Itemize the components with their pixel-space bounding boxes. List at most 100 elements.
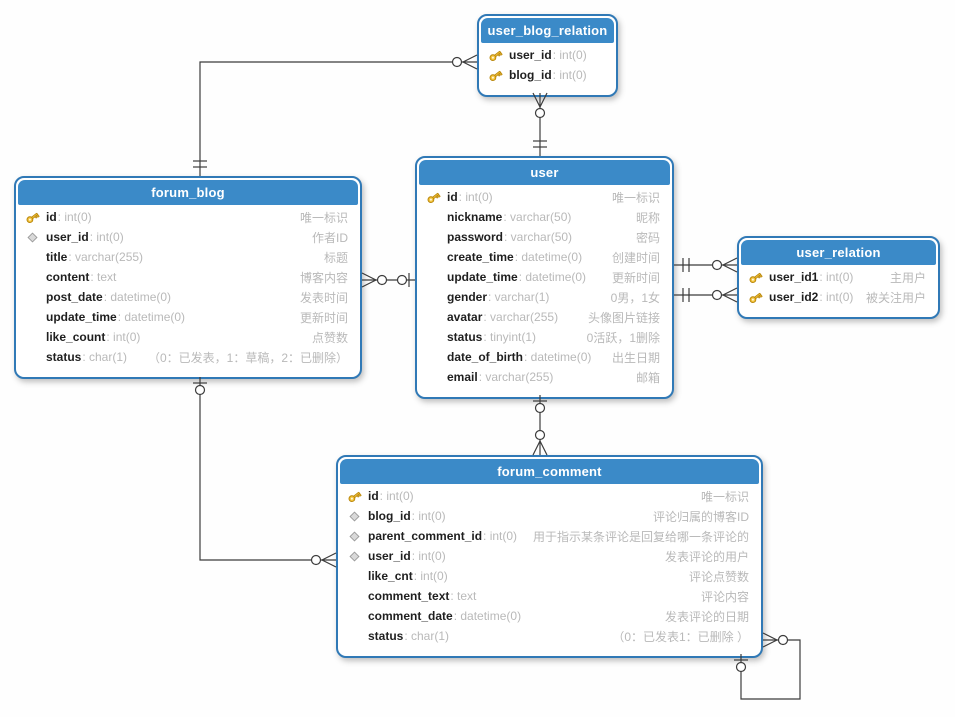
field-comment: 0男，1女 [610, 290, 660, 305]
field-type: : varchar(1) [488, 290, 550, 304]
field-name: gender [447, 290, 488, 304]
field-comment: 作者ID [311, 230, 348, 245]
icon-spacer [425, 269, 441, 285]
field-type: : int(0) [89, 230, 124, 244]
field-row-forum_comment-parent_comment_id[interactable]: parent_comment_id: int(0)用于指示某条评论是回复给哪一条… [340, 526, 759, 546]
icon-spacer [346, 588, 362, 604]
field-comment: 密码 [635, 230, 660, 245]
field-comment: 出生日期 [611, 350, 660, 365]
field-type: : int(0) [106, 330, 141, 344]
icon-spacer [425, 229, 441, 245]
field-row-user-password[interactable]: password: varchar(50) 密码 [419, 227, 670, 247]
field-row-forum_blog-post_date[interactable]: post_date: datetime(0)发表时间 [18, 287, 358, 307]
relation-user-forum_blog[interactable] [361, 272, 415, 288]
icon-spacer [346, 568, 362, 584]
icon-spacer [346, 628, 362, 644]
relation-user-user_blog_relation[interactable] [532, 92, 548, 156]
field-row-forum_blog-user_id[interactable]: user_id: int(0) 作者ID [18, 227, 358, 247]
field-row-forum_comment-id[interactable]: id: int(0)唯一标识 [340, 486, 759, 506]
field-row-forum_comment-like_cnt[interactable]: like_cnt: int(0)评论点赞数 [340, 566, 759, 586]
field-row-forum_comment-blog_id[interactable]: blog_id: int(0)评论归属的博客ID [340, 506, 759, 526]
field-name: id [447, 190, 458, 204]
field-name: comment_text [368, 589, 450, 603]
field-name: user_id [46, 230, 89, 244]
field-row-forum_comment-comment_date[interactable]: comment_date: datetime(0)发表评论的日期 [340, 606, 759, 626]
field-type: : int(0) [458, 190, 493, 204]
field-comment: 用于指示某条评论是回复给哪一条评论的 [532, 529, 749, 544]
table-title-forum_blog[interactable]: forum_blog [18, 180, 358, 205]
field-type: : varchar(255) [483, 310, 559, 324]
field-row-user_relation-user_id2[interactable]: user_id2: int(0)被关注用户 [741, 287, 936, 307]
field-row-user-status[interactable]: status: tinyint(1)0活跃，1删除 [419, 327, 670, 347]
field-name: status [46, 350, 82, 364]
field-row-user-id[interactable]: id: int(0)唯一标识 [419, 187, 670, 207]
table-title-user_blog_relation[interactable]: user_blog_relation [481, 18, 614, 43]
field-type: : int(0) [819, 290, 854, 304]
field-row-user-date_of_birth[interactable]: date_of_birth: datetime(0)出生日期 [419, 347, 670, 367]
field-name: like_count [46, 330, 106, 344]
field-type: : datetime(0) [453, 609, 522, 623]
field-row-forum_blog-status[interactable]: status: char(1)（0：已发表，1：草稿，2：已删除） [18, 347, 358, 367]
icon-spacer [425, 209, 441, 225]
field-name: password [447, 230, 504, 244]
field-name: user_id [509, 48, 552, 62]
field-type: : varchar(50) [503, 210, 572, 224]
field-name: nickname [447, 210, 503, 224]
relation-forum_blog-forum_comment[interactable] [193, 377, 337, 568]
field-comment: 发表评论的日期 [664, 609, 749, 624]
field-type: : int(0) [411, 549, 446, 563]
table-title-user_relation[interactable]: user_relation [741, 240, 936, 265]
field-row-forum_comment-status[interactable]: status: char(1)（0：已发表1：已删除 ） [340, 626, 759, 646]
field-type: : varchar(255) [478, 370, 554, 384]
field-comment: 评论点赞数 [688, 569, 749, 584]
field-row-user-avatar[interactable]: avatar: varchar(255)头像图片链接 [419, 307, 670, 327]
field-name: status [368, 629, 404, 643]
field-row-user-create_time[interactable]: create_time: datetime(0)创建时间 [419, 247, 670, 267]
field-name: blog_id [509, 68, 552, 82]
field-row-forum_blog-update_time[interactable]: update_time: datetime(0)更新时间 [18, 307, 358, 327]
field-type: : int(0) [552, 48, 587, 62]
field-row-user-update_time[interactable]: update_time: datetime(0)更新时间 [419, 267, 670, 287]
icon-spacer [425, 309, 441, 325]
table-title-forum_comment[interactable]: forum_comment [340, 459, 759, 484]
field-row-forum_blog-like_count[interactable]: like_count: int(0) 点赞数 [18, 327, 358, 347]
field-name: status [447, 330, 483, 344]
relation-user-user_relation-1[interactable] [674, 257, 738, 273]
field-row-user_blog_relation-blog_id[interactable]: blog_id: int(0) [481, 65, 614, 85]
field-comment: 唯一标识 [299, 210, 348, 225]
field-row-forum_blog-title[interactable]: title: varchar(255)标题 [18, 247, 358, 267]
field-comment: 发表评论的用户 [664, 549, 749, 564]
field-comment: 点赞数 [311, 330, 348, 345]
field-row-forum_blog-id[interactable]: id: int(0)唯一标识 [18, 207, 358, 227]
relation-user-user_relation-2[interactable] [674, 287, 738, 303]
field-row-user-email[interactable]: email: varchar(255)邮箱 [419, 367, 670, 387]
icon-spacer [425, 369, 441, 385]
field-row-forum_comment-user_id[interactable]: user_id: int(0)发表评论的用户 [340, 546, 759, 566]
relation-user-forum_comment[interactable] [532, 395, 548, 456]
field-name: update_time [447, 270, 518, 284]
primary-key-icon [487, 67, 503, 83]
field-comment: 邮箱 [635, 370, 660, 385]
icon-spacer [24, 289, 40, 305]
field-comment: 唯一标识 [700, 489, 749, 504]
field-row-user_relation-user_id1[interactable]: user_id1: int(0)主用户 [741, 267, 936, 287]
table-title-user[interactable]: user [419, 160, 670, 185]
field-row-user_blog_relation-user_id[interactable]: user_id: int(0) [481, 45, 614, 65]
field-type: : varchar(50) [504, 230, 573, 244]
field-row-user-nickname[interactable]: nickname: varchar(50)昵称 [419, 207, 670, 227]
field-name: id [368, 489, 379, 503]
icon-spacer [24, 249, 40, 265]
icon-spacer [24, 309, 40, 325]
field-comment: 更新时间 [299, 310, 348, 325]
field-comment: 主用户 [889, 270, 926, 285]
field-comment: （0：已发表1：已删除 ） [612, 629, 749, 644]
field-row-user-gender[interactable]: gender: varchar(1) 0男，1女 [419, 287, 670, 307]
